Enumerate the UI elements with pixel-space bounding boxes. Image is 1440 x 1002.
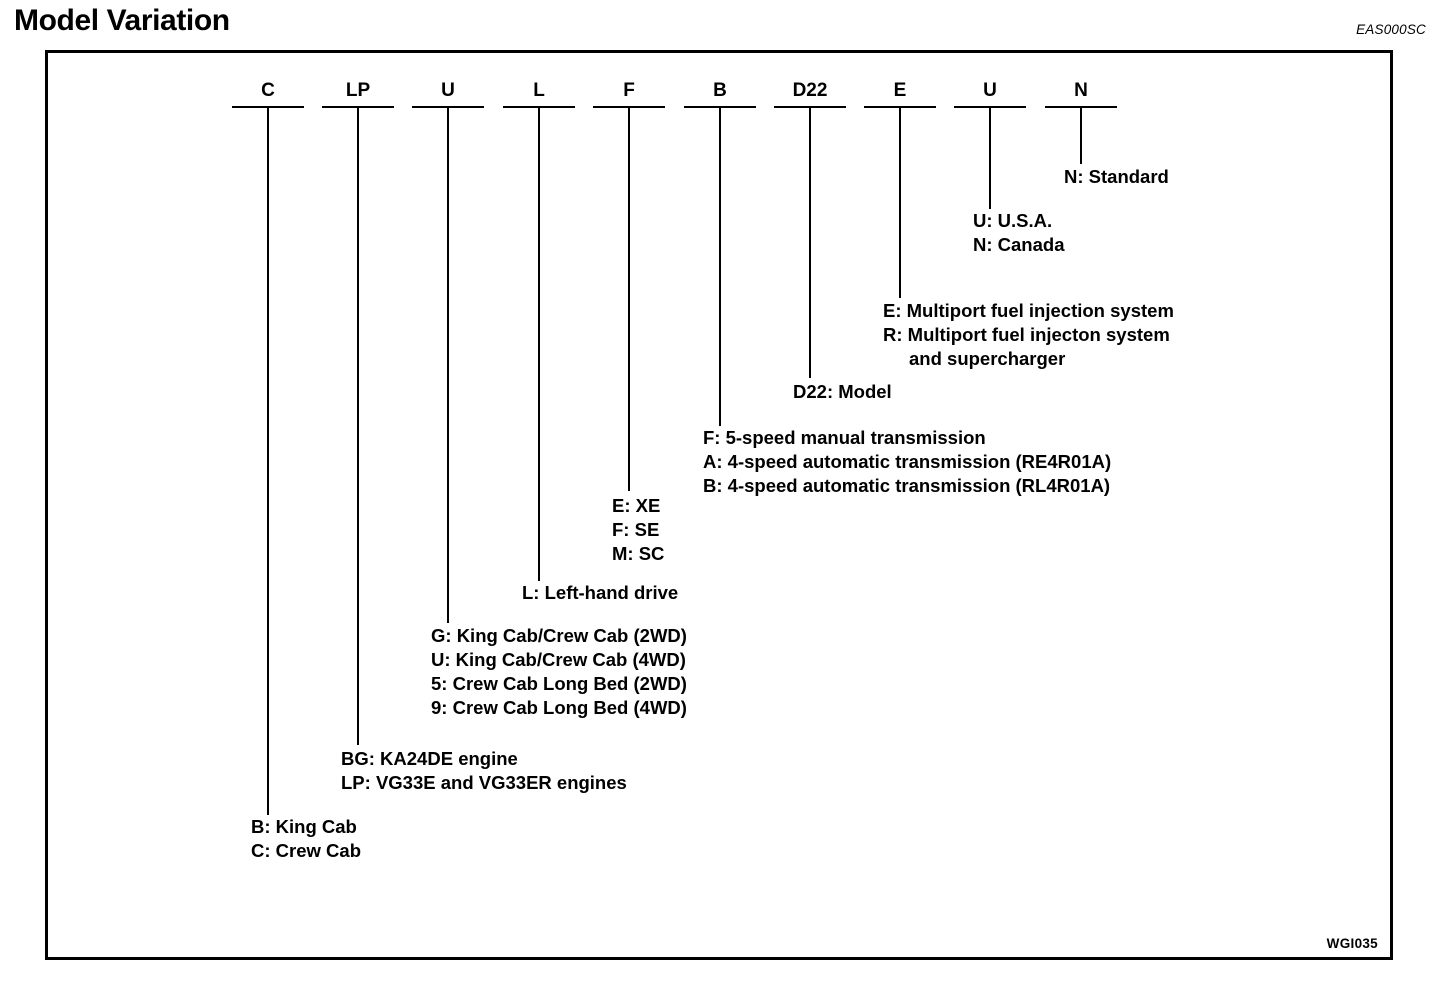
- legend-line: U: U.S.A.: [973, 210, 1053, 231]
- legend-line: and supercharger: [909, 348, 1066, 369]
- leader-line-body-drivetrain: [447, 106, 449, 623]
- legend-line: E: XE: [612, 495, 661, 516]
- legend-transmission: F: 5-speed manual transmission A: 4-speed…: [703, 426, 1111, 498]
- legend-model: D22: Model: [793, 380, 892, 404]
- legend-grade: E: XE F: SE M: SC: [612, 494, 664, 566]
- code-label-specification: N: [1074, 80, 1088, 101]
- code-label-body-drivetrain: U: [441, 80, 455, 101]
- legend-line: M: SC: [612, 543, 665, 564]
- legend-line: U: King Cab/Crew Cab (4WD): [431, 649, 686, 670]
- code-label-fuel-system: E: [893, 80, 907, 101]
- code-label-transmission: B: [713, 80, 727, 101]
- leader-line-specification: [1080, 106, 1082, 164]
- leader-line-cab-type: [267, 106, 269, 815]
- figure-code: WGI035: [1326, 936, 1378, 951]
- leader-line-transmission: [719, 106, 721, 426]
- legend-line: N: Standard: [1064, 166, 1169, 187]
- legend-line: D22: Model: [793, 381, 892, 402]
- leader-line-grade: [628, 106, 630, 491]
- code-label-model: D22: [792, 80, 828, 101]
- leader-line-destination: [989, 106, 991, 209]
- legend-line: 5: Crew Cab Long Bed (2WD): [431, 673, 687, 694]
- code-label-steering-side: L: [533, 80, 545, 101]
- leader-line-fuel-system: [899, 106, 901, 298]
- leader-line-steering-side: [538, 106, 540, 581]
- legend-line: C: Crew Cab: [251, 840, 361, 861]
- code-label-grade: F: [623, 80, 635, 101]
- legend-line: F: SE: [612, 519, 660, 540]
- leader-line-model: [809, 106, 811, 378]
- legend-line: 9: Crew Cab Long Bed (4WD): [431, 697, 687, 718]
- legend-cab-type: B: King Cab C: Crew Cab: [251, 815, 361, 863]
- legend-line: B: King Cab: [251, 816, 357, 837]
- page-title: Model Variation: [14, 4, 230, 37]
- legend-line: N: Canada: [973, 234, 1065, 255]
- legend-line: L: Left-hand drive: [522, 582, 679, 603]
- legend-specification: N: Standard: [1064, 165, 1169, 189]
- legend-line: E: Multiport fuel injection system: [883, 300, 1174, 321]
- leader-line-engine: [357, 106, 359, 745]
- legend-line: G: King Cab/Crew Cab (2WD): [431, 625, 687, 646]
- legend-line: A: 4-speed automatic transmission (RE4R0…: [703, 451, 1112, 472]
- legend-line: F: 5-speed manual transmission: [703, 427, 986, 448]
- legend-line: LP: VG33E and VG33ER engines: [341, 772, 627, 793]
- legend-fuel-system: E: Multiport fuel injection system R: Mul…: [883, 299, 1174, 371]
- legend-destination: U: U.S.A. N: Canada: [973, 209, 1065, 257]
- legend-line: R: Multiport fuel injecton system: [883, 324, 1170, 345]
- code-label-engine: LP: [345, 80, 371, 101]
- legend-line: BG: KA24DE engine: [341, 748, 518, 769]
- legend-steering-side: L: Left-hand drive: [522, 581, 678, 605]
- legend-line: B: 4-speed automatic transmission (RL4R0…: [703, 475, 1111, 496]
- document-id: EAS000SC: [1356, 22, 1426, 37]
- diagram-frame: C B: King Cab C: Crew Cab LP BG: KA24DE engi…: [45, 50, 1393, 960]
- legend-body-drivetrain: G: King Cab/Crew Cab (2WD) U: King Cab/Cr…: [431, 624, 687, 720]
- code-label-destination: U: [983, 80, 997, 101]
- code-label-cab-type: C: [261, 80, 275, 101]
